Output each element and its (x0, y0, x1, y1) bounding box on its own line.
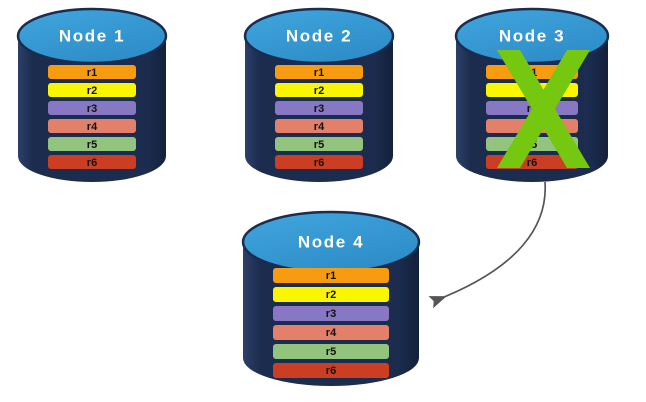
cylinder-top (454, 7, 610, 65)
row-item: r5 (275, 137, 363, 151)
node-node1[interactable]: Node 1 r1 r2 r3 r4 r5 (16, 7, 168, 182)
row-item: r3 (48, 101, 136, 115)
row-chip[interactable] (275, 137, 363, 151)
row-label: r6 (314, 157, 324, 169)
cylinder-top (243, 7, 395, 65)
row-item: r4 (275, 119, 363, 133)
row-label: r3 (314, 103, 324, 115)
row-list: r1 r2 r3 r4 r5 r6 (48, 65, 136, 169)
row-chip[interactable] (48, 137, 136, 151)
row-chip[interactable] (275, 155, 363, 169)
row-item: r4 (48, 119, 136, 133)
row-item: r3 (273, 306, 389, 321)
row-item: r6 (275, 155, 363, 169)
row-chip[interactable] (273, 363, 389, 378)
node-node2[interactable]: Node 2 r1 r2 r3 r4 r5 (243, 7, 395, 182)
row-chip[interactable] (275, 101, 363, 115)
row-item: r6 (48, 155, 136, 169)
row-label: r1 (314, 67, 324, 79)
row-chip[interactable] (48, 65, 136, 79)
row-label: r4 (314, 121, 325, 133)
row-label: r4 (326, 327, 337, 339)
row-item: r5 (273, 344, 389, 359)
row-chip[interactable] (48, 155, 136, 169)
row-item: r1 (275, 65, 363, 79)
row-label: r5 (87, 139, 97, 151)
row-chip[interactable] (275, 83, 363, 97)
node-title: Node 1 (59, 26, 125, 45)
row-label: r6 (326, 365, 336, 377)
row-chip[interactable] (275, 65, 363, 79)
row-list: r1 r2 r3 r4 r5 r6 (273, 268, 389, 378)
row-label: r6 (87, 157, 97, 169)
row-label: r3 (87, 103, 97, 115)
row-label: r5 (314, 139, 324, 151)
migration-arrow-path (428, 181, 547, 309)
row-chip[interactable] (273, 344, 389, 359)
row-item: r5 (48, 137, 136, 151)
node-title: Node 2 (286, 26, 352, 45)
row-item: r1 (48, 65, 136, 79)
row-label: r4 (87, 121, 98, 133)
row-label: r2 (87, 85, 97, 97)
row-list: r1 r2 r3 r4 r5 r6 (275, 65, 363, 169)
row-item: r1 (273, 268, 389, 283)
failure-cross-icon (497, 50, 590, 168)
row-label: r2 (326, 289, 336, 301)
node-node3[interactable]: Node 3 r1 r2 r3 r4 r5 (454, 7, 610, 182)
row-chip[interactable] (48, 83, 136, 97)
row-item: r6 (273, 363, 389, 378)
cylinder-top (16, 7, 168, 65)
row-chip[interactable] (273, 306, 389, 321)
migration-arrow (428, 181, 547, 309)
row-chip[interactable] (48, 119, 136, 133)
row-label: r1 (87, 67, 97, 79)
cross-stroke-b (497, 50, 590, 168)
node-title: Node 4 (298, 232, 364, 251)
row-item: r4 (273, 325, 389, 340)
row-chip[interactable] (273, 287, 389, 302)
row-chip[interactable] (273, 325, 389, 340)
row-label: r6 (527, 157, 537, 169)
node-title: Node 3 (499, 26, 565, 45)
row-item: r2 (273, 287, 389, 302)
row-chip[interactable] (275, 119, 363, 133)
row-chip[interactable] (48, 101, 136, 115)
row-item: r3 (275, 101, 363, 115)
row-label: r1 (326, 270, 336, 282)
row-chip[interactable] (273, 268, 389, 283)
row-label: r3 (326, 308, 336, 320)
row-item: r2 (48, 83, 136, 97)
row-label: r2 (314, 85, 324, 97)
node-node4[interactable]: Node 4 r1 r2 r3 r4 r5 (241, 210, 421, 386)
row-item: r2 (275, 83, 363, 97)
row-label: r5 (326, 346, 336, 358)
